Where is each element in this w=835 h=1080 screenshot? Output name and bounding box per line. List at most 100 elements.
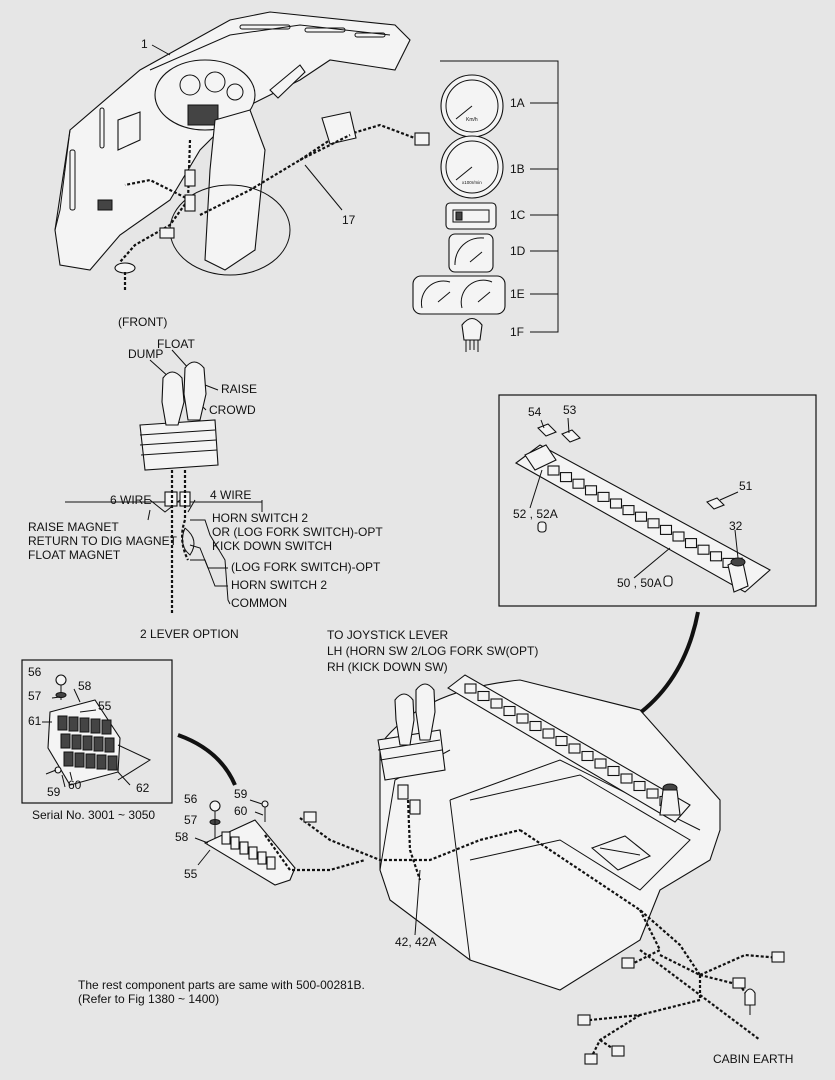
switch-glyph [634,511,648,522]
callout-58: 58 [175,830,189,844]
switch-glyph [60,733,71,749]
horn-switch-label: HORN SWITCH 2 [231,578,327,592]
callout-1A: 1A [510,96,525,110]
switch-glyph [107,755,118,771]
switch-glyph [104,737,115,753]
switch-glyph [572,478,585,489]
switch-glyph [529,720,542,732]
switch-glyph [93,736,104,752]
switch-glyph [555,735,568,747]
switch-glyph [584,485,598,496]
speed-unit: Km/h [466,117,478,123]
switch-glyph [503,705,516,717]
rpm-unit: x100r/min [462,180,482,185]
speedometer-gauge: Km/h [440,74,504,138]
fuse-box-assembly [194,799,296,886]
switch-glyph [63,751,74,767]
joystick-wiring [65,470,263,615]
callout-55: 55 [184,867,198,881]
main-harness [264,799,785,1065]
callout-1B: 1B [510,162,525,176]
switch-glyph [57,715,68,731]
right-line-3: KICK DOWN SWITCH [212,539,332,553]
callout-52: 52 , 52A [513,507,558,521]
switch-glyph [697,544,710,555]
switch-glyph [230,836,240,850]
switch-glyph [709,551,723,562]
joystick-levers [139,361,219,471]
raise-label: RAISE [221,382,257,396]
switch-glyph [477,690,490,702]
callout-1E: 1E [510,287,525,301]
switch-glyph [96,754,107,770]
serial-callout-55: 55 [98,699,112,713]
detail-arrow [634,611,700,718]
callout-53: 53 [563,403,577,417]
temperature-gauge [448,233,494,273]
dashboard-assembly [54,11,430,290]
switch-glyph [607,765,620,777]
switch-glyph [79,717,90,733]
switch-glyph [85,753,96,769]
callout-1: 1 [141,37,148,51]
front-label: (FRONT) [118,315,167,329]
dual-gauge [412,275,506,315]
to-joystick-line-1: TO JOYSTICK LEVER [327,628,448,642]
six-wire-label: 6 WIRE [110,493,151,507]
switch-glyph [620,773,633,784]
switch-glyph [672,531,685,542]
log-fork-label: (LOG FORK SWITCH)-OPT [231,560,381,574]
right-line-2: OR (LOG FORK SWITCH)-OPT [212,525,383,539]
serial-callout-56: 56 [28,665,42,679]
switch-glyph [248,846,258,860]
switch-glyph [82,735,93,751]
switch-glyph [74,752,85,768]
callout-56: 56 [184,792,198,806]
switch-glyph [464,683,477,694]
left-line-3: FLOAT MAGNET [28,548,121,562]
serial-inset [21,659,173,804]
switch-glyph [646,788,659,799]
serial-callout-58: 58 [78,679,92,693]
right-line-1: HORN SWITCH 2 [212,511,308,525]
serial-callout-57: 57 [28,689,42,703]
four-wire-label: 4 WIRE [210,488,251,502]
hourmeter-display [445,202,497,230]
switch-glyph [622,505,635,516]
callout-60: 60 [234,804,248,818]
switch-glyph [581,750,594,762]
switch-glyph [609,498,623,509]
switch-glyph [239,841,249,855]
callout-32: 32 [729,519,743,533]
switch-glyph [594,758,607,769]
switch-glyph [568,743,581,754]
switch-glyph [597,491,610,502]
callout-50: 50 , 50A [617,576,662,590]
serial-label: Serial No. 3001 ~ 3050 [32,808,155,822]
dump-label: DUMP [128,347,163,361]
switch-glyph [542,728,555,739]
serial-arrow [177,733,237,786]
fuse-box-detail [42,674,152,788]
switch-glyph [559,472,573,483]
cabin-earth-label: CABIN EARTH [713,1052,793,1066]
switch-glyph [684,538,698,549]
switch-panel-inset [498,394,817,607]
switch-glyph [257,851,267,865]
callout-59: 59 [234,787,248,801]
serial-callout-61: 61 [28,714,42,728]
gauge-bracket [440,60,559,333]
switch-glyph [516,713,529,724]
callout-1C: 1C [510,208,526,222]
switch-glyph [547,465,560,476]
switch-panel-detail [514,417,771,593]
left-line-2: RETURN TO DIG MAGNET [28,534,178,548]
to-joystick-line-3: RH (KICK DOWN SW) [327,660,448,674]
tachometer-gauge: x100r/min [440,135,504,199]
callout-42: 42, 42A [395,935,436,949]
switch-glyph [90,718,101,734]
switch-glyph [659,524,673,535]
callout-1D: 1D [510,244,526,258]
switch-glyph [101,719,112,735]
